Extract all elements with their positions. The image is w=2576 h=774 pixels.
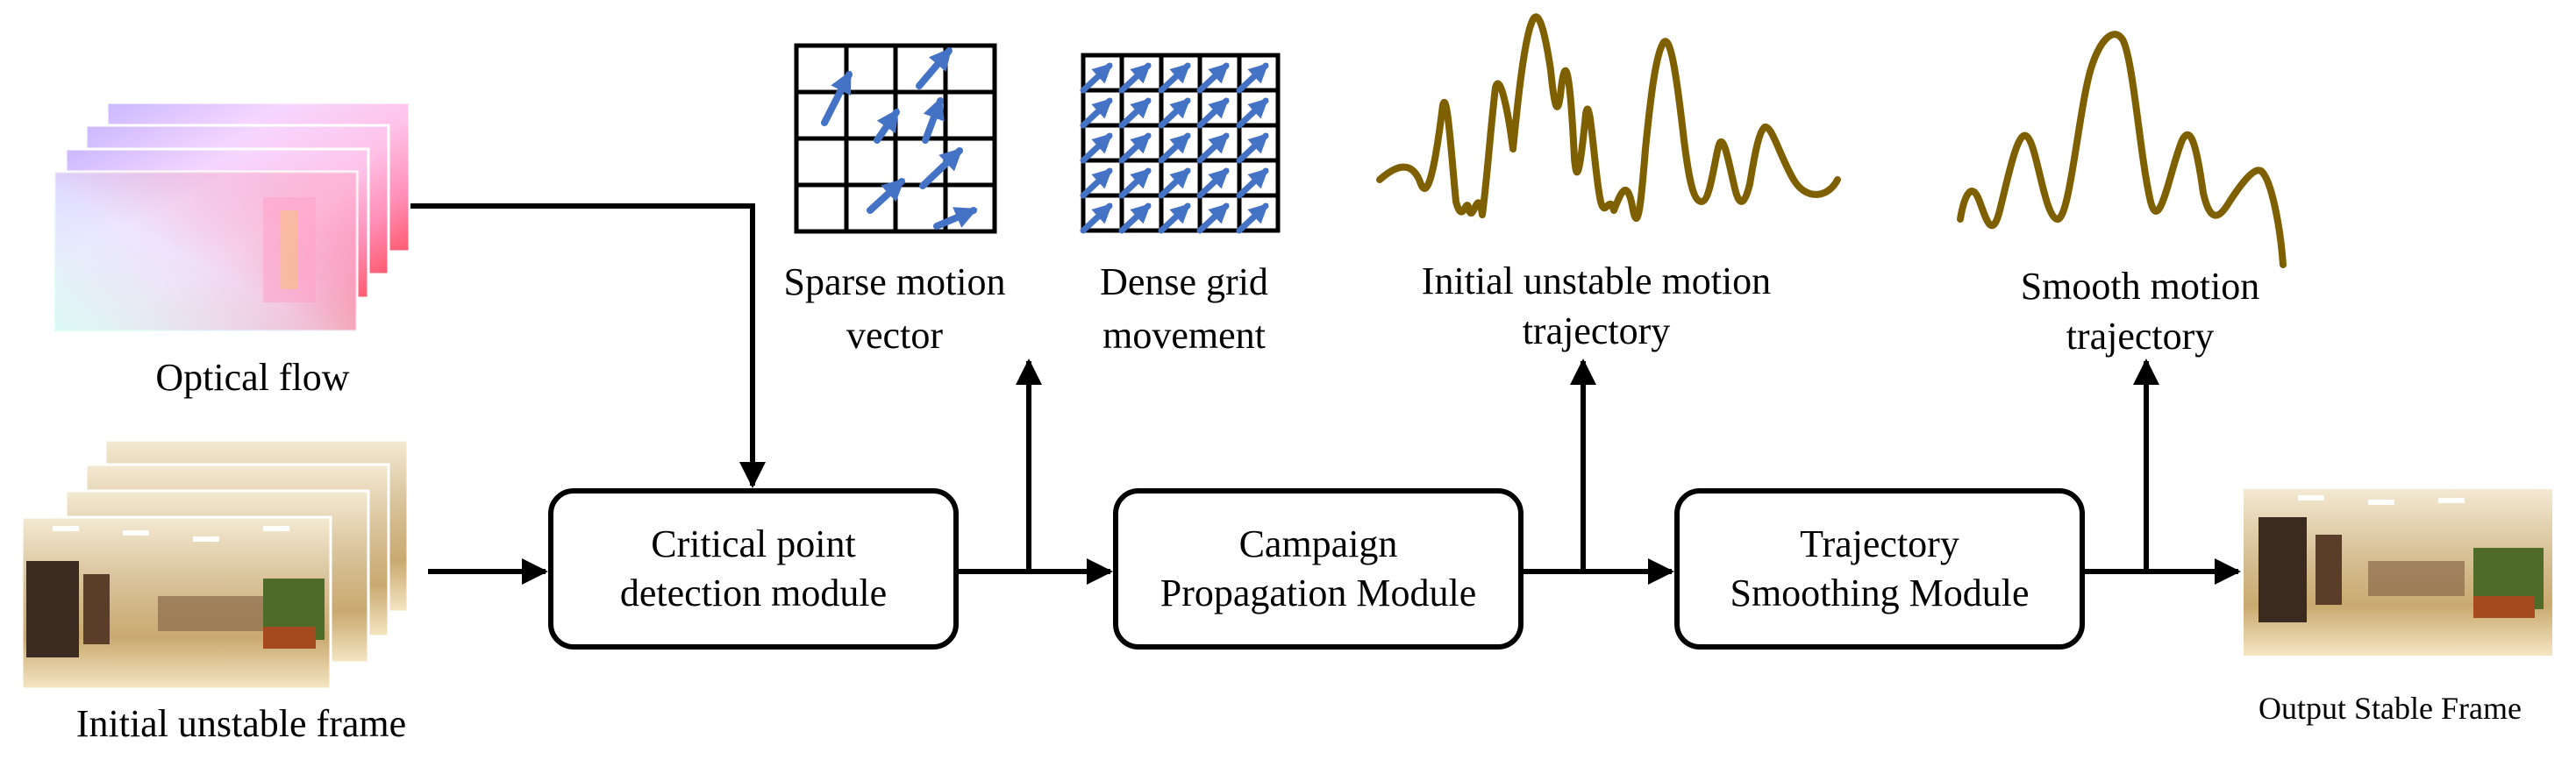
dense-vector-arrow — [1158, 202, 1191, 234]
campaign-module-line2: Propagation Module — [1160, 572, 1477, 614]
dense-vector-arrow — [1118, 97, 1152, 129]
critical-point-module-line2: detection module — [619, 572, 888, 614]
unstable-frame-label: Initial unstable frame — [75, 702, 407, 745]
dense-vector-arrow — [1236, 62, 1269, 94]
smoothing-module-line1: Trajectory — [1800, 522, 1959, 565]
initial-trajectory-label-line2: trajectory — [1522, 309, 1671, 353]
dense-vector-arrow — [1118, 62, 1152, 94]
smooth-trajectory-label-line1: Smooth motion — [2020, 265, 2260, 308]
dense-vector-arrow — [1080, 202, 1113, 234]
critical-point-module-label: Critical point detection module — [556, 496, 951, 642]
sparse-vector-arrow — [922, 96, 945, 144]
dense-vector-arrow — [1236, 132, 1269, 164]
dense-grid-label-line2: movement — [1102, 313, 1266, 357]
smooth-trajectory-label-line2: trajectory — [2066, 315, 2215, 359]
dense-vector-arrow — [1080, 132, 1113, 164]
stable-frame-label: Output Stable Frame — [2258, 691, 2522, 726]
sparse-vector-arrow — [867, 178, 905, 214]
dense-vector-arrow — [1118, 167, 1152, 199]
dense-vector-arrow — [1080, 62, 1113, 94]
optical-flow-frame — [53, 170, 359, 333]
dense-grid — [1080, 53, 1281, 234]
critical-point-module-line1: Critical point — [651, 522, 856, 565]
smoothing-module-label: Trajectory Smoothing Module — [1682, 496, 2077, 642]
dense-vector-arrow — [1158, 97, 1191, 129]
dense-vector-arrow — [1080, 97, 1113, 129]
initial-trajectory-label-line1: Initial unstable motion — [1421, 259, 1772, 302]
campaign-module-label: Campaign Propagation Module — [1121, 496, 1516, 642]
dense-vector-arrow — [1118, 132, 1152, 164]
flow-arrows — [410, 203, 2241, 585]
smoothing-module-line2: Smoothing Module — [1730, 572, 2030, 614]
smooth-trajectory-label: Smooth motion trajectory — [1965, 261, 2316, 361]
unstable-frame — [20, 515, 332, 691]
optical-flow-to-critical-arrow — [410, 203, 766, 488]
dense-vector-arrow — [1158, 62, 1191, 94]
dense-vector-arrow — [1196, 62, 1230, 94]
sparse-motion-label-line1: Sparse motion — [783, 260, 1006, 303]
sparse-vector-arrow — [919, 147, 963, 189]
unstable-frame-stack — [20, 438, 410, 691]
campaign-module-line1: Campaign — [1238, 522, 1398, 565]
sparse-vector-arrow — [916, 47, 953, 89]
sparse-vector-arrow — [874, 108, 900, 144]
sparse-motion-label: Sparse motion vector — [754, 256, 1035, 362]
dense-vector-arrow — [1158, 167, 1191, 199]
initial-trajectory-curve — [1376, 13, 1841, 222]
dense-vector-arrow — [1196, 97, 1230, 129]
dense-vector-arrow — [1080, 167, 1113, 199]
dense-vector-arrow — [1118, 202, 1152, 234]
dense-vector-arrow — [1236, 97, 1269, 129]
sparse-motion-label-line2: vector — [846, 313, 943, 357]
dense-vector-arrow — [1196, 132, 1230, 164]
optical-flow-stack — [53, 101, 411, 333]
sparse-motion-grid — [794, 43, 997, 234]
dense-vector-arrow — [1236, 167, 1269, 199]
smooth-trajectory-curve — [1957, 31, 2287, 268]
optical-flow-label: Optical flow — [155, 356, 350, 399]
output-stable-frame — [2244, 489, 2552, 656]
dense-grid-label: Dense grid movement — [1053, 256, 1316, 362]
dense-vector-arrow — [1196, 167, 1230, 199]
dense-vector-arrow — [1158, 132, 1191, 164]
dense-vector-arrow — [1196, 202, 1230, 234]
initial-trajectory-label: Initial unstable motion trajectory — [1373, 256, 1820, 356]
sparse-vector-arrow — [821, 70, 853, 126]
dense-vector-arrow — [1236, 202, 1269, 234]
sparse-vector-arrow — [933, 207, 978, 230]
dense-grid-label-line1: Dense grid — [1100, 260, 1268, 303]
